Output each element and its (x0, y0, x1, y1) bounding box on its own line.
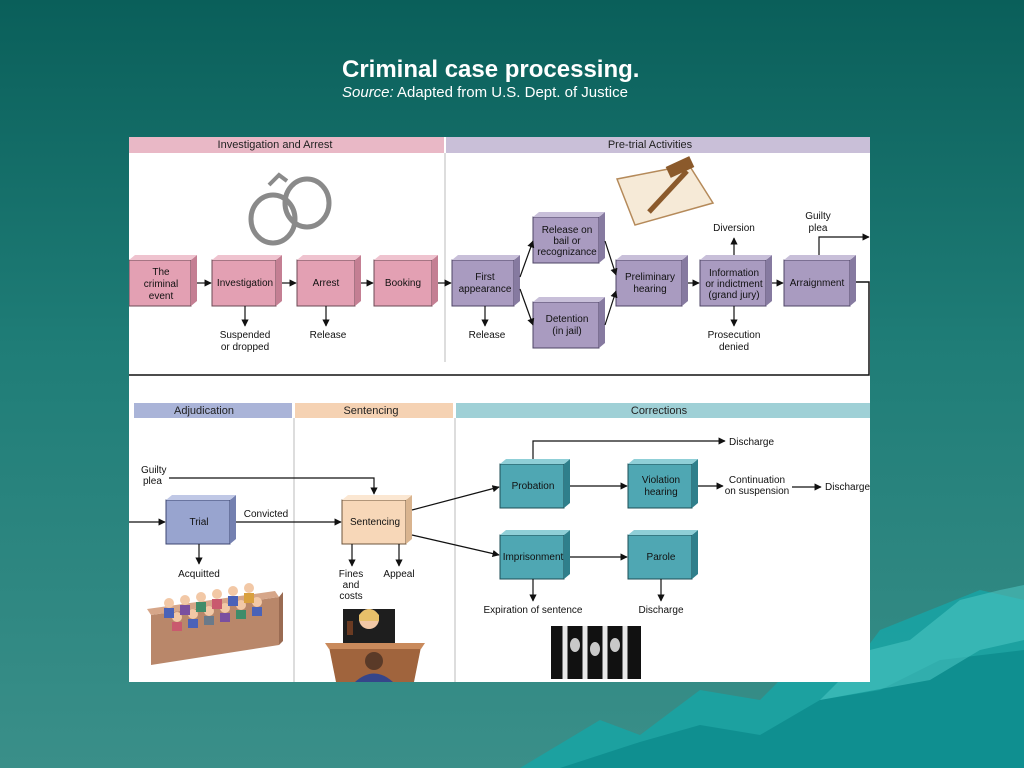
node-detention-line2: (in jail) (552, 326, 581, 337)
judge-illustration (325, 609, 425, 682)
node-information-indictment (699, 255, 772, 307)
node-trial-label: Trial (189, 517, 208, 528)
label-fines-line3: costs (339, 591, 362, 602)
label-diversion: Diversion (713, 223, 755, 234)
node-sentencing-label: Sentencing (350, 517, 400, 528)
node-preliminary-line1: Preliminary (625, 272, 675, 283)
prison-bars-icon (551, 626, 641, 679)
section-header-pretrial (446, 137, 870, 153)
label-appeal: Appeal (383, 569, 414, 580)
node-criminal-event-line1: The (152, 267, 170, 278)
label-expiration: Expiration of sentence (484, 605, 583, 616)
section-header-investigation (129, 137, 444, 153)
node-imprisonment (499, 530, 570, 580)
label-continuation-line2: on suspension (725, 486, 790, 497)
connector-to-adjudication (129, 281, 870, 376)
section-label-investigation: Investigation and Arrest (218, 139, 333, 151)
section-label-sentencing: Sentencing (343, 405, 398, 417)
label-release-arrest: Release (310, 330, 347, 341)
node-criminal-event (129, 255, 197, 307)
section-header-sentencing (295, 403, 453, 418)
diagram-canvas: Investigation and Arrest Pre-trial Activ… (129, 137, 870, 682)
bottom-flow-arrows (129, 437, 822, 602)
node-preliminary-hearing (615, 255, 688, 307)
label-prosecution-denied-line1: Prosecution (708, 330, 761, 341)
node-release-bail-line1: Release on (542, 225, 593, 236)
node-booking-label: Booking (385, 278, 421, 289)
node-sentencing (341, 495, 412, 545)
node-information-line2: or indictment (705, 279, 762, 290)
label-discharge-top: Discharge (729, 437, 774, 448)
node-investigation-label: Investigation (217, 278, 273, 289)
node-violation-line1: Violation (642, 475, 680, 486)
node-parole (627, 530, 698, 580)
gavel-book-icon (615, 156, 715, 226)
node-arraignment-label: Arraignment (790, 278, 845, 289)
node-violation-line2: hearing (644, 487, 677, 498)
node-booking (373, 255, 438, 307)
label-guilty-plea-bottom-line2: plea (143, 476, 162, 487)
label-release-first: Release (469, 330, 506, 341)
node-first-appearance (451, 255, 520, 307)
node-imprisonment-label: Imprisonment (503, 552, 564, 563)
node-probation (499, 459, 570, 509)
node-arraignment (783, 255, 856, 307)
section-header-adjudication (134, 403, 292, 418)
label-fines-line1: Fines (339, 569, 363, 580)
node-trial (165, 495, 236, 545)
label-guilty-plea-top-line2: plea (809, 223, 828, 234)
node-preliminary-line2: hearing (633, 284, 666, 295)
node-release-bail-line3: recognizance (537, 247, 597, 258)
node-parole-label: Parole (647, 552, 676, 563)
node-violation-hearing (627, 459, 698, 509)
label-continuation-line1: Continuation (729, 475, 785, 486)
node-release-bail-line2: bail or (553, 236, 581, 247)
node-first-appearance-line2: appearance (459, 284, 512, 295)
label-acquitted: Acquitted (178, 569, 220, 580)
section-label-pretrial: Pre-trial Activities (608, 139, 693, 151)
node-investigation (211, 255, 282, 307)
section-label-adjudication: Adjudication (174, 405, 234, 417)
slide-subtitle: Source: Adapted from U.S. Dept. of Justi… (342, 84, 628, 101)
label-guilty-plea-top-line1: Guilty (805, 211, 831, 222)
node-release-bail (532, 212, 605, 264)
label-suspended-line1: Suspended (220, 330, 271, 341)
label-convicted: Convicted (244, 509, 288, 520)
label-discharge-right: Discharge (825, 482, 870, 493)
node-information-line3: (grand jury) (708, 290, 759, 301)
top-flow-arrows (197, 233, 870, 327)
label-prosecution-denied-line2: denied (719, 342, 749, 353)
node-detention (532, 297, 605, 349)
node-first-appearance-line1: First (475, 272, 495, 283)
subtitle-text: Adapted from U.S. Dept. of Justice (397, 84, 628, 101)
process-diagram: Investigation and Arrest Pre-trial Activ… (129, 137, 870, 682)
section-header-corrections (456, 403, 870, 418)
node-probation-label: Probation (512, 481, 555, 492)
label-discharge-parole: Discharge (638, 605, 683, 616)
handcuffs-icon (248, 172, 332, 246)
node-information-line1: Information (709, 268, 759, 279)
node-arrest-label: Arrest (313, 278, 340, 289)
node-arrest (296, 255, 361, 307)
node-detention-line1: Detention (546, 314, 589, 325)
node-criminal-event-line3: event (149, 291, 174, 302)
jury-illustration (147, 583, 283, 665)
section-label-corrections: Corrections (631, 405, 688, 417)
subtitle-prefix: Source: (342, 84, 394, 101)
slide-title: Criminal case processing. (342, 56, 640, 83)
node-criminal-event-line2: criminal (144, 279, 178, 290)
label-fines-line2: and (343, 580, 360, 591)
label-suspended-line2: or dropped (221, 342, 269, 353)
label-guilty-plea-bottom-line1: Guilty (141, 465, 167, 476)
